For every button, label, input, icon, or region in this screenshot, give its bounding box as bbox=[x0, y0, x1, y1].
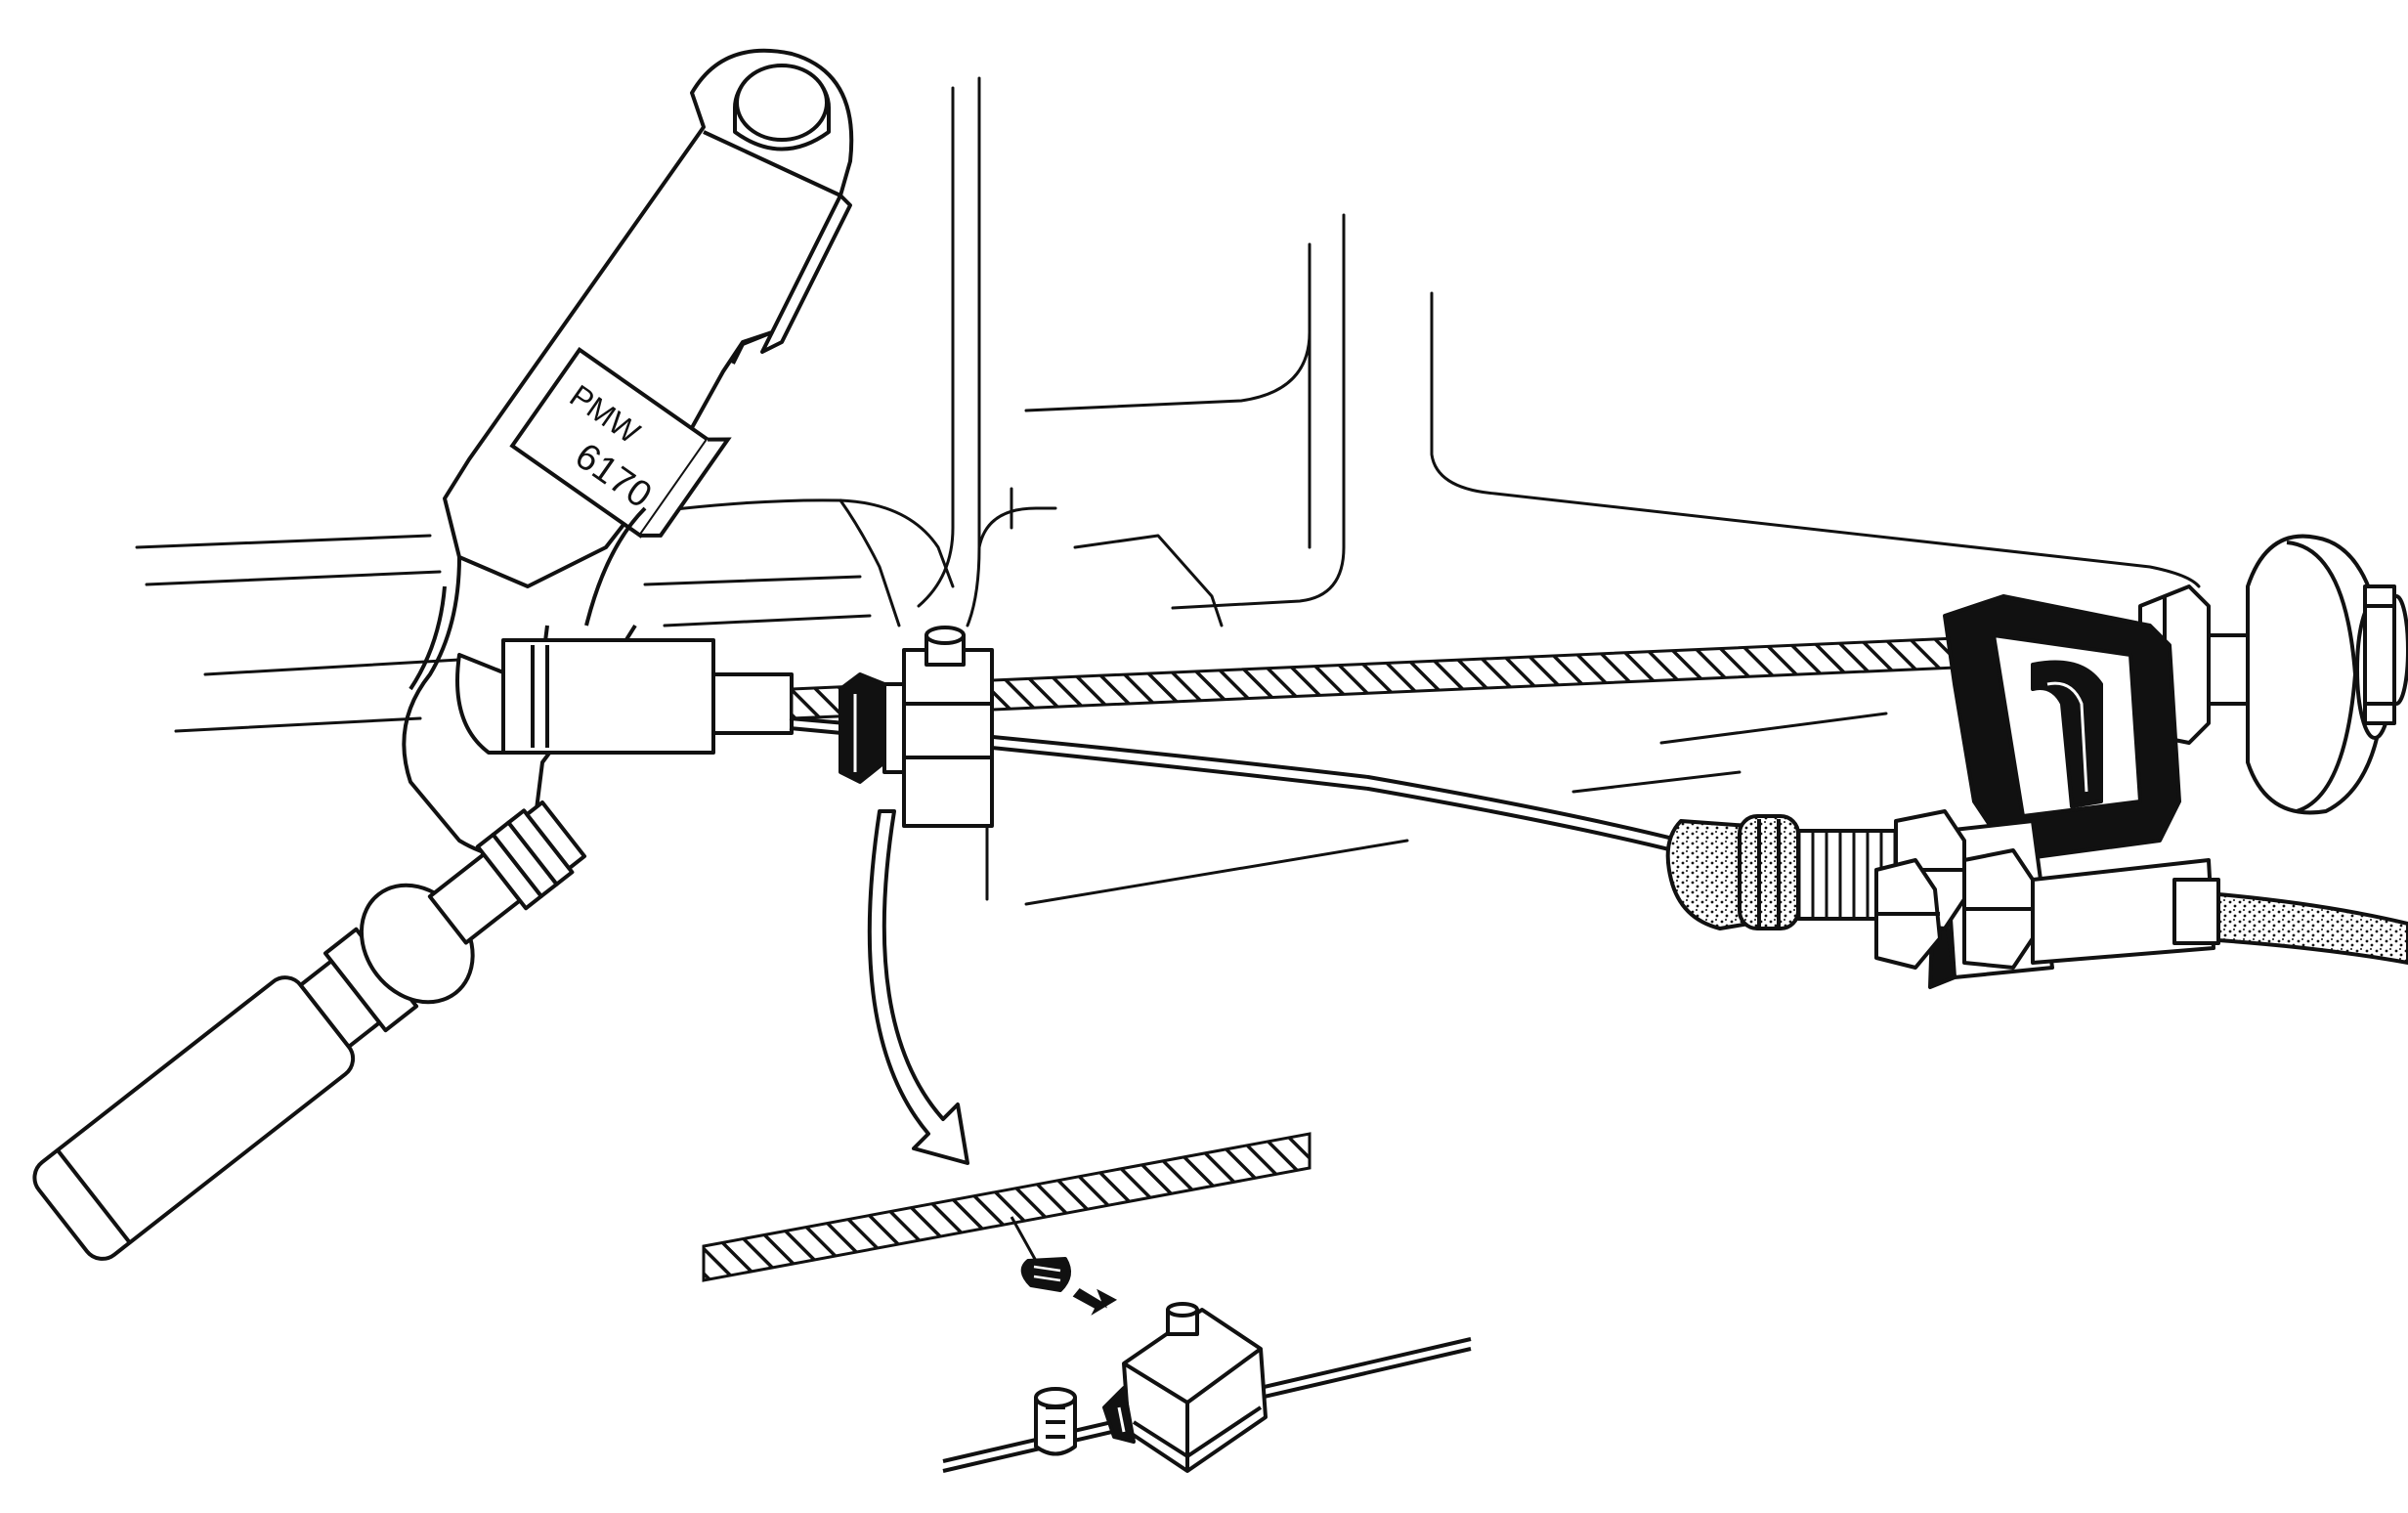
inset-clamp-block bbox=[1102, 1302, 1268, 1473]
actuator-rod bbox=[32, 800, 587, 1261]
split-sleeve bbox=[1020, 1257, 1071, 1292]
tool-tag: PMW 6170 bbox=[509, 347, 732, 627]
chassis-background bbox=[135, 76, 2201, 906]
inset-screw bbox=[1034, 1387, 1077, 1456]
threaded-adjuster bbox=[1665, 809, 2408, 970]
curved-arrow-icon bbox=[867, 809, 969, 1165]
cable-clamp bbox=[838, 626, 994, 828]
cable-end-housing bbox=[455, 638, 794, 755]
detail-inset bbox=[702, 1132, 1472, 1473]
